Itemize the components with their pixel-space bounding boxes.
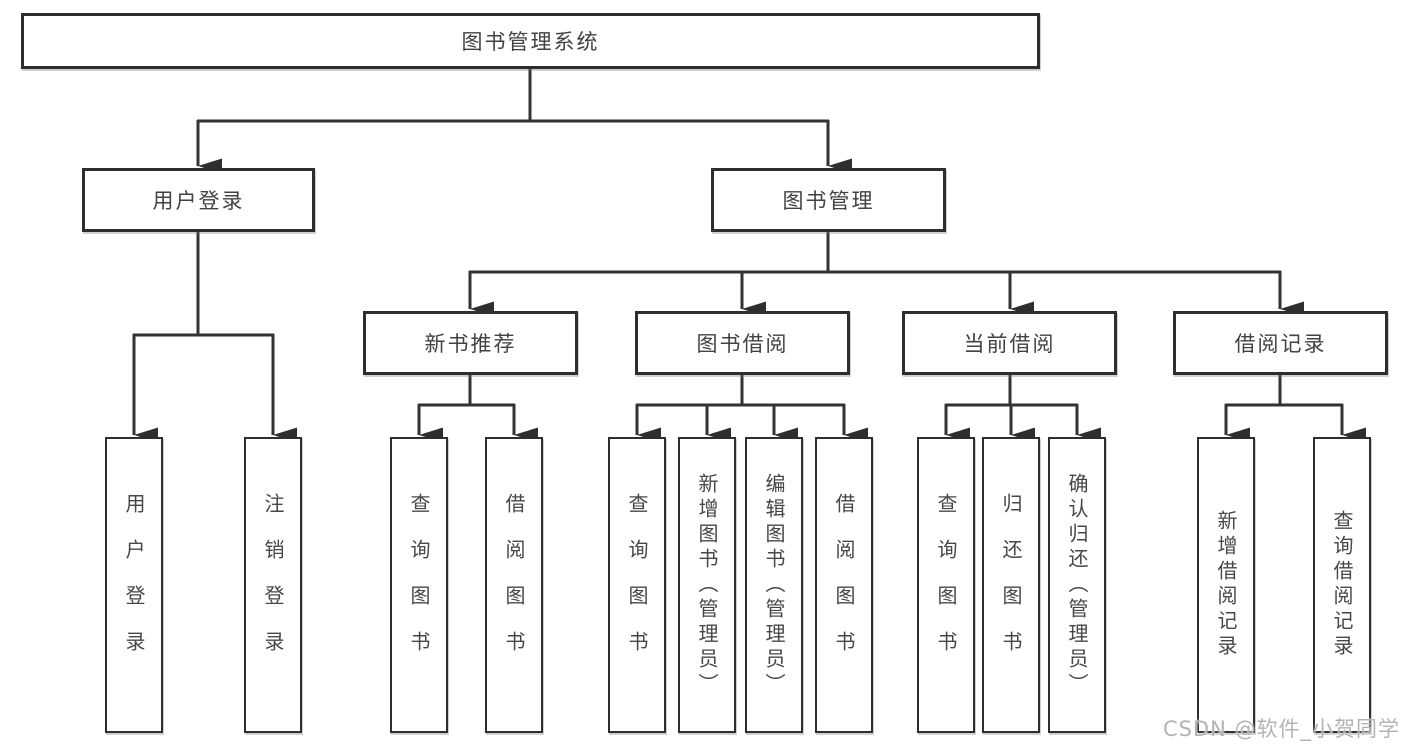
leaf-confirm-return-admin: 确认归还（管理员） [1048, 437, 1106, 733]
node-label: 图书管理系统 [461, 30, 600, 54]
node-book-management-branch: 图书管理 [711, 168, 946, 232]
leaf-borrow-books-1: 借阅图书 [485, 437, 543, 733]
leaf-logout: 注销登录 [244, 437, 302, 733]
node-label: 图书管理 [782, 189, 875, 213]
node-label: 归还图书 [999, 493, 1023, 677]
node-label: 用户登录 [152, 189, 245, 213]
node-label: 借阅图书 [832, 493, 856, 677]
node-user-login-branch: 用户登录 [82, 168, 315, 232]
leaf-return-books: 归还图书 [982, 437, 1040, 733]
node-label: 新增图书（管理员） [695, 472, 719, 698]
node-label: 查询图书 [934, 493, 958, 677]
node-label: 编辑图书（管理员） [762, 472, 786, 698]
leaf-borrow-books-2: 借阅图书 [815, 437, 873, 733]
leaf-query-books-1: 查询图书 [390, 437, 448, 733]
node-label: 新书推荐 [424, 332, 517, 356]
node-label: 确认归还（管理员） [1065, 472, 1089, 698]
node-label: 借阅图书 [502, 493, 526, 677]
leaf-query-books-2: 查询图书 [608, 437, 666, 733]
csdn-watermark: CSDN @软件_小贺同学 [1162, 717, 1400, 741]
node-new-book-recommend: 新书推荐 [363, 311, 578, 375]
leaf-query-books-3: 查询图书 [917, 437, 975, 733]
node-book-borrow: 图书借阅 [635, 311, 850, 375]
leaf-query-borrow-record: 查询借阅记录 [1313, 437, 1371, 733]
leaf-edit-books-admin: 编辑图书（管理员） [745, 437, 803, 733]
leaf-add-books-admin: 新增图书（管理员） [678, 437, 736, 733]
node-borrow-records: 借阅记录 [1173, 311, 1388, 375]
leaf-add-borrow-record: 新增借阅记录 [1197, 437, 1255, 733]
node-root-library-system: 图书管理系统 [21, 13, 1040, 69]
node-label: 查询图书 [407, 493, 431, 677]
node-label: 查询借阅记录 [1330, 510, 1354, 660]
node-label: 查询图书 [625, 493, 649, 677]
leaf-user-login: 用户登录 [105, 437, 163, 733]
node-label: 当前借阅 [963, 332, 1056, 356]
node-current-borrow: 当前借阅 [902, 311, 1117, 375]
node-label: 借阅记录 [1234, 332, 1327, 356]
node-label: 新增借阅记录 [1214, 510, 1238, 660]
node-label: 注销登录 [261, 493, 285, 677]
node-label: 用户登录 [122, 493, 146, 677]
node-label: 图书借阅 [696, 332, 789, 356]
